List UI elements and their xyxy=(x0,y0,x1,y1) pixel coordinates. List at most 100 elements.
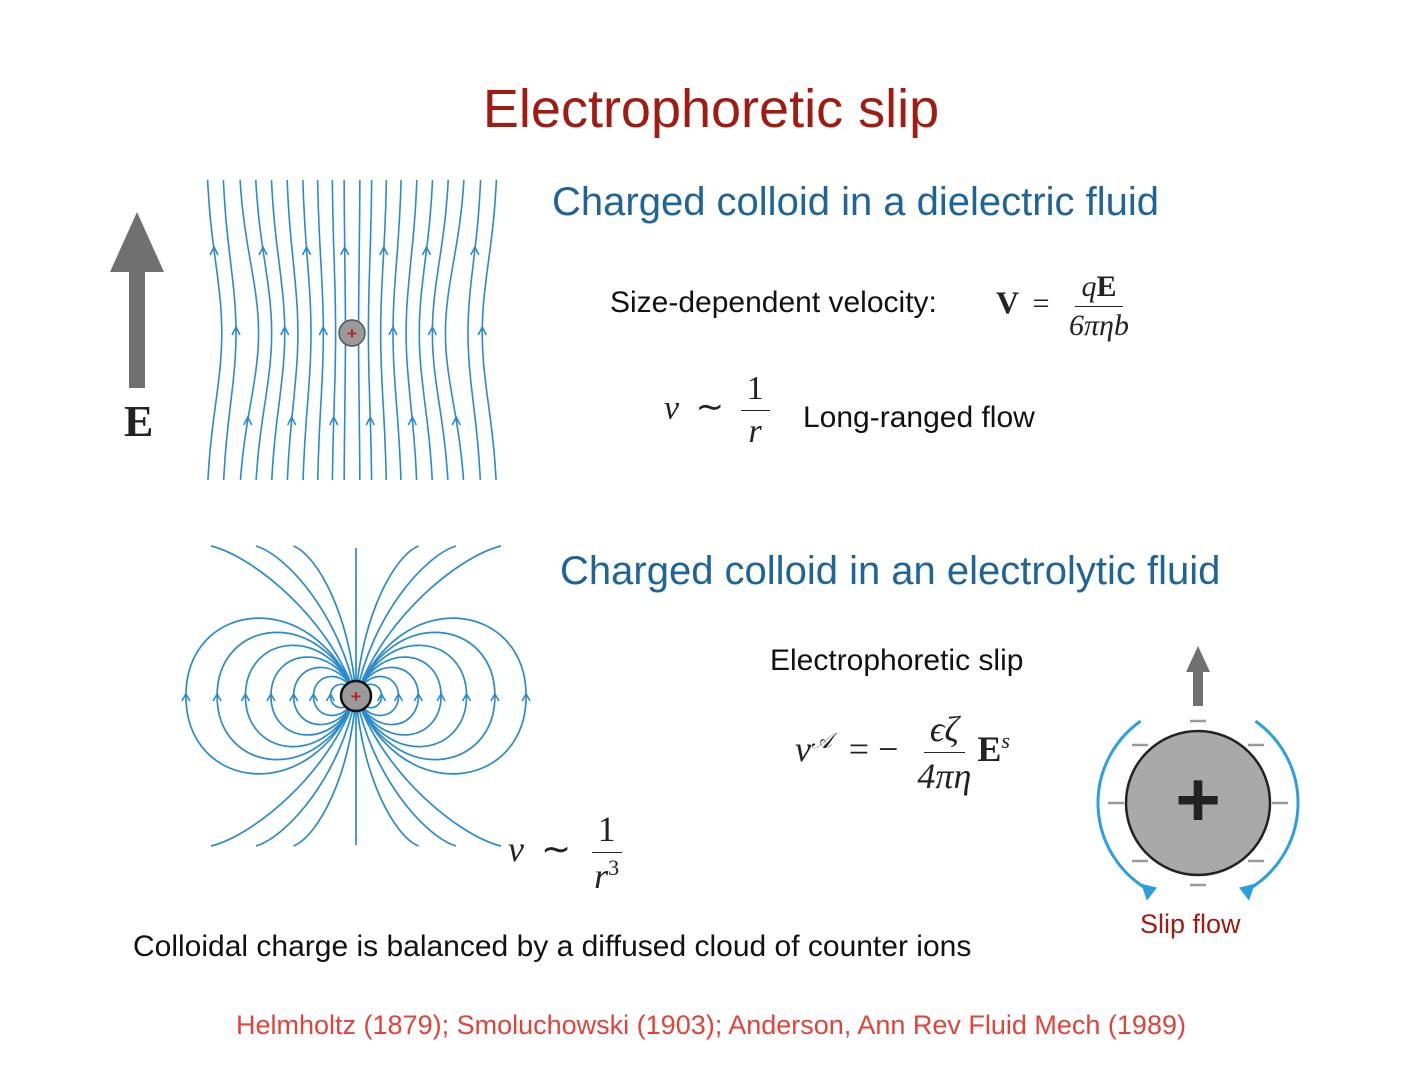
slip-flow-diagram: + xyxy=(1096,646,1300,901)
streamline xyxy=(222,179,237,481)
eq-v: v xyxy=(795,728,811,769)
loop-arrowhead xyxy=(413,692,424,702)
dipole-loop xyxy=(355,644,468,748)
colloid-big-sign: + xyxy=(1175,755,1221,843)
streamline-arrowhead xyxy=(231,325,241,336)
short-range-scaling: v ∼ 1 r3 xyxy=(508,808,625,897)
streamline-arrowhead xyxy=(470,245,480,256)
streamline xyxy=(405,179,418,481)
slip-title: Electrophoretic slip xyxy=(770,644,1024,677)
slide-title: Electrophoretic slip xyxy=(482,79,940,139)
loop-arrowhead xyxy=(308,692,319,702)
velocity-denominator: 6πηb xyxy=(1069,309,1129,342)
streamline-arrowhead xyxy=(421,245,432,256)
long-range-flow-label: Long-ranged flow xyxy=(803,401,1035,434)
slip-flow-label: Slip flow xyxy=(1140,909,1241,939)
loop-arrowhead xyxy=(393,692,404,702)
streamline xyxy=(316,179,325,481)
velocity-lhs: V xyxy=(996,284,1020,321)
dipole-loop xyxy=(312,675,357,717)
velocity-equation: V = qE 6πηb xyxy=(996,270,1135,343)
colloid xyxy=(339,679,373,713)
loop-arrowhead xyxy=(436,692,446,702)
dipole-loop xyxy=(292,666,357,726)
long-range-scaling: v ∼ 1 r xyxy=(664,370,770,451)
streamline-arrowhead xyxy=(301,245,312,256)
streamline-arrowhead xyxy=(379,245,389,256)
dipole-loop xyxy=(355,617,527,775)
scaling2-den: r xyxy=(594,856,609,896)
slip-arrowhead xyxy=(1141,883,1157,901)
loop-arrowhead xyxy=(266,692,276,702)
streamline-arrowhead xyxy=(451,415,461,426)
velocity-num-E: E xyxy=(1096,270,1117,303)
velocity-num-q: q xyxy=(1081,270,1097,303)
field-label: E xyxy=(124,397,154,446)
dipole-loop xyxy=(244,644,357,748)
dipole-loop xyxy=(270,656,357,736)
streamline xyxy=(206,179,223,481)
loop-arrowhead xyxy=(461,692,472,702)
eq-rel: = − xyxy=(848,728,899,769)
slip-equation: v𝒜 = − ϵζ 4πη Es xyxy=(795,708,1010,797)
streamline xyxy=(431,179,449,481)
streamline-arrowhead xyxy=(243,415,253,426)
scaling-v: v xyxy=(664,389,680,427)
streamline-arrowhead xyxy=(407,415,418,426)
dipole-loop xyxy=(355,656,442,736)
scaling2-den-sup: 3 xyxy=(608,855,620,880)
eq-E: E xyxy=(977,728,1002,769)
streamline xyxy=(467,179,482,481)
dielectric-streamline-field: + xyxy=(206,179,498,481)
streamline-arrowhead xyxy=(477,325,487,336)
field-arrow-icon xyxy=(110,212,164,388)
scaling-fraction: 1 r xyxy=(740,370,770,451)
streamline xyxy=(270,179,286,481)
streamline-arrowhead xyxy=(209,245,219,256)
velocity-label: Size-dependent velocity: xyxy=(610,286,937,319)
streamline-arrowhead xyxy=(365,415,375,426)
dipole-loop xyxy=(355,666,420,726)
outer-streamline xyxy=(210,545,357,697)
streamline-arrowhead xyxy=(329,415,339,426)
colloid-body xyxy=(1124,729,1272,877)
scaling-sim: ∼ xyxy=(695,389,725,427)
eq-num: ϵζ xyxy=(923,708,965,753)
streamline-arrowhead xyxy=(427,325,438,336)
colloid-sign: + xyxy=(347,324,357,343)
outer-streamline xyxy=(355,695,502,847)
streamline xyxy=(392,179,402,481)
dielectric-heading: Charged colloid in a dielectric fluid xyxy=(552,180,1159,224)
streamline xyxy=(239,179,260,481)
outer-streamline xyxy=(293,545,357,697)
streamline xyxy=(286,179,299,481)
loop-arrowhead xyxy=(288,692,299,702)
equals-sign: = xyxy=(1032,287,1050,321)
eq-E-sup: s xyxy=(1001,727,1010,753)
slip-arrow xyxy=(1247,719,1300,891)
scaling2-fraction: 1 r3 xyxy=(588,808,625,897)
outer-streamline xyxy=(355,695,457,847)
streamline xyxy=(331,180,337,481)
dipole-loop xyxy=(355,675,400,717)
slip-arrow xyxy=(1096,719,1149,891)
dipole-loop xyxy=(216,631,357,761)
outer-streamline xyxy=(355,695,419,847)
eq-sup: 𝒜 xyxy=(810,727,832,753)
streamline xyxy=(379,179,388,481)
drift-arrow-head xyxy=(1186,646,1210,672)
loop-arrowhead xyxy=(376,692,387,702)
outer-streamline xyxy=(255,695,357,847)
streamline-arrowhead xyxy=(258,245,268,256)
electrolytic-heading: Charged colloid in an electrolytic fluid xyxy=(560,549,1221,593)
slip-arrowhead xyxy=(1239,883,1255,901)
streamline xyxy=(481,179,498,481)
scaling2-sim: ∼ xyxy=(540,828,572,869)
scaling-num: 1 xyxy=(740,370,770,411)
outer-streamline xyxy=(255,545,357,697)
streamline-arrowhead xyxy=(388,325,398,336)
streamline xyxy=(255,179,273,481)
streamline xyxy=(367,180,373,481)
loop-arrowhead xyxy=(240,692,251,702)
eq-den: 4πη xyxy=(917,756,972,796)
